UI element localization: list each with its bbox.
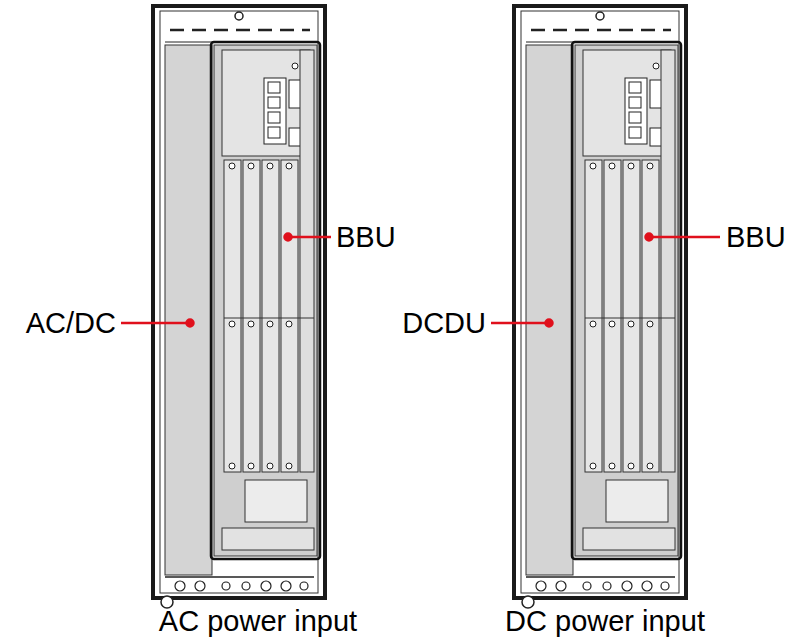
dc-cabinet <box>514 6 686 608</box>
part-label: DCDU <box>402 309 486 338</box>
part-label: BBU <box>336 223 396 252</box>
caption-label: DC power input <box>505 607 705 636</box>
leader-dot <box>187 320 194 327</box>
leader-dot <box>285 234 292 241</box>
leader-dot <box>646 234 653 241</box>
leader-line <box>649 236 720 239</box>
caption-label: AC power input <box>159 607 357 636</box>
part-label: AC/DC <box>26 309 116 338</box>
leader-line <box>121 322 190 325</box>
leader-line <box>491 322 549 325</box>
part-label: BBU <box>726 223 786 252</box>
leader-line <box>288 236 331 239</box>
ac-cabinet <box>153 6 325 608</box>
leader-dot <box>546 320 553 327</box>
